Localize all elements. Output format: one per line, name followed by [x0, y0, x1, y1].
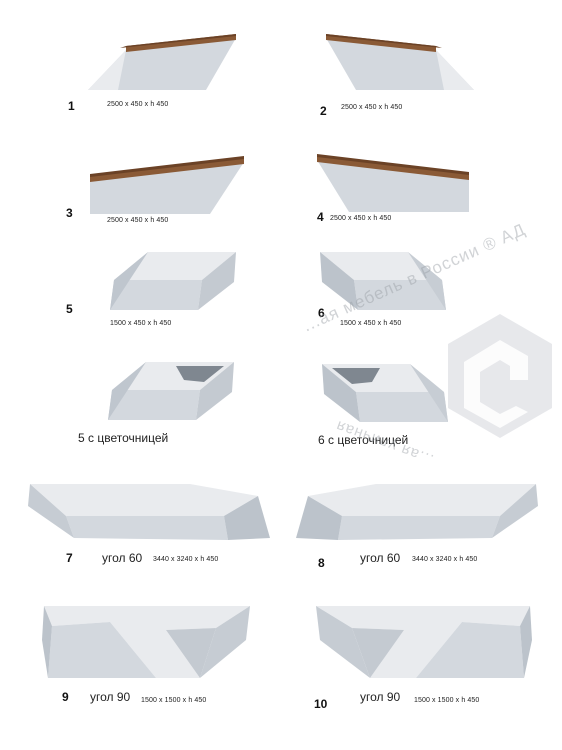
item-number: 1	[68, 99, 75, 113]
item-dimensions: 2500 x 450 x h 450	[330, 215, 392, 222]
item-number: 9	[62, 690, 69, 704]
item-number: 6	[318, 306, 325, 320]
angle-label: угол 90	[360, 690, 401, 704]
bench-5-illustration	[110, 252, 236, 310]
item-number: 4	[317, 210, 324, 224]
item-dimensions: 2500 x 450 x h 450	[107, 217, 169, 224]
item-dimensions: 2500 x 450 x h 450	[341, 104, 403, 111]
bench-4-illustration	[317, 154, 469, 212]
corner-bench-10-illustration	[316, 606, 532, 678]
item-dimensions: 3440 x 3240 x h 450	[153, 556, 219, 563]
bench-3-illustration	[90, 156, 244, 214]
item-number: 8	[318, 556, 325, 570]
item-dimensions: 2500 x 450 x h 450	[107, 101, 169, 108]
item-number: 3	[66, 206, 73, 220]
bench-6-illustration	[320, 252, 446, 310]
item-number: 5	[66, 302, 73, 316]
corner-bench-8-illustration	[296, 484, 538, 540]
item-dimensions: 1500 x 1500 x h 450	[414, 697, 480, 704]
corner-bench-7-illustration	[28, 484, 270, 540]
bench-2-illustration	[326, 34, 474, 90]
item-number: 7	[66, 551, 73, 565]
corner-bench-9-illustration	[42, 606, 250, 678]
item-number: 2	[320, 104, 327, 118]
angle-label: угол 60	[102, 551, 143, 565]
bench-1-illustration	[88, 34, 236, 90]
planter-caption: 6 с цветочницей	[318, 433, 409, 447]
planter-bench-5-illustration	[108, 362, 234, 420]
planter-bench-6-illustration	[322, 364, 448, 422]
planter-caption: 5 с цветочницей	[78, 431, 169, 445]
item-dimensions: 1500 x 1500 x h 450	[141, 697, 207, 704]
angle-label: угол 60	[360, 551, 401, 565]
item-dimensions: 3440 x 3240 x h 450	[412, 556, 478, 563]
item-number: 10	[314, 697, 328, 711]
angle-label: угол 90	[90, 690, 131, 704]
item-dimensions: 1500 x 450 x h 450	[340, 320, 402, 327]
item-dimensions: 1500 x 450 x h 450	[110, 320, 172, 327]
